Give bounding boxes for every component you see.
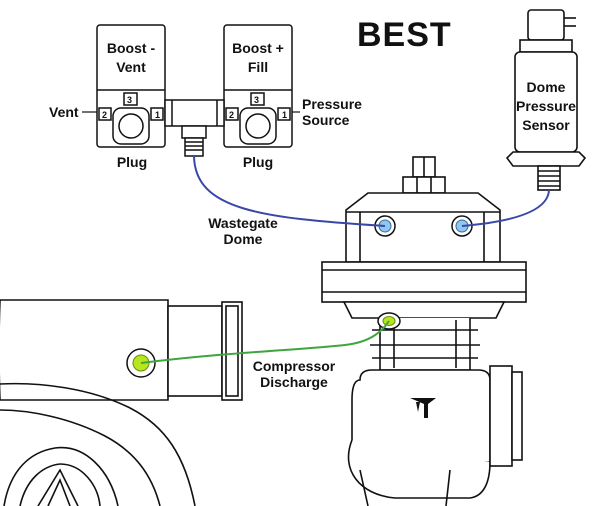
solenoid-boost-fill [223,24,293,148]
boost-vent-port-1: 1 [155,110,160,120]
boost-fill-plug-label: Plug [242,154,274,170]
boost-fill-port-1: 1 [282,110,287,120]
wastegate-body [321,156,527,506]
boost-vent-plug-label: Plug [116,154,148,170]
pressure-source-label-line1: Pressure [302,96,362,112]
compressor-hose [140,320,390,364]
sensor-label-line2: Pressure [516,98,576,114]
boost-vent-port-2: 2 [102,110,107,120]
boost-fill-name-line1: Boost + [232,40,284,56]
diagram-title: BEST [357,16,452,54]
tee-fitting [164,99,225,157]
pressure-source-label-line2: Source [302,112,350,128]
compressor-label-line2: Discharge [260,374,328,390]
boost-vent-port-3: 3 [127,95,132,105]
dome-hose-left [193,155,386,227]
wastegate-dome-label-line1: Wastegate [208,215,278,231]
wastegate-logo [410,398,436,418]
dome-hose-right [461,189,550,227]
boost-fill-name-line2: Fill [247,59,269,75]
boost-fill-port-3: 3 [254,95,259,105]
boost-vent-name-line1: Boost - [106,40,156,56]
compressor-label-line1: Compressor [252,358,336,374]
solenoid-boost-vent [96,24,166,148]
dome-pressure-sensor [505,9,587,191]
sensor-label-line3: Sensor [522,117,570,133]
boost-vent-name-line2: Vent [116,59,146,75]
turbocharger-housing [0,299,243,506]
sensor-label-line1: Dome [526,79,566,95]
boost-fill-port-2: 2 [229,110,234,120]
wastegate-dome-label-line2: Dome [223,231,263,247]
vent-port-label: Vent [49,104,79,120]
